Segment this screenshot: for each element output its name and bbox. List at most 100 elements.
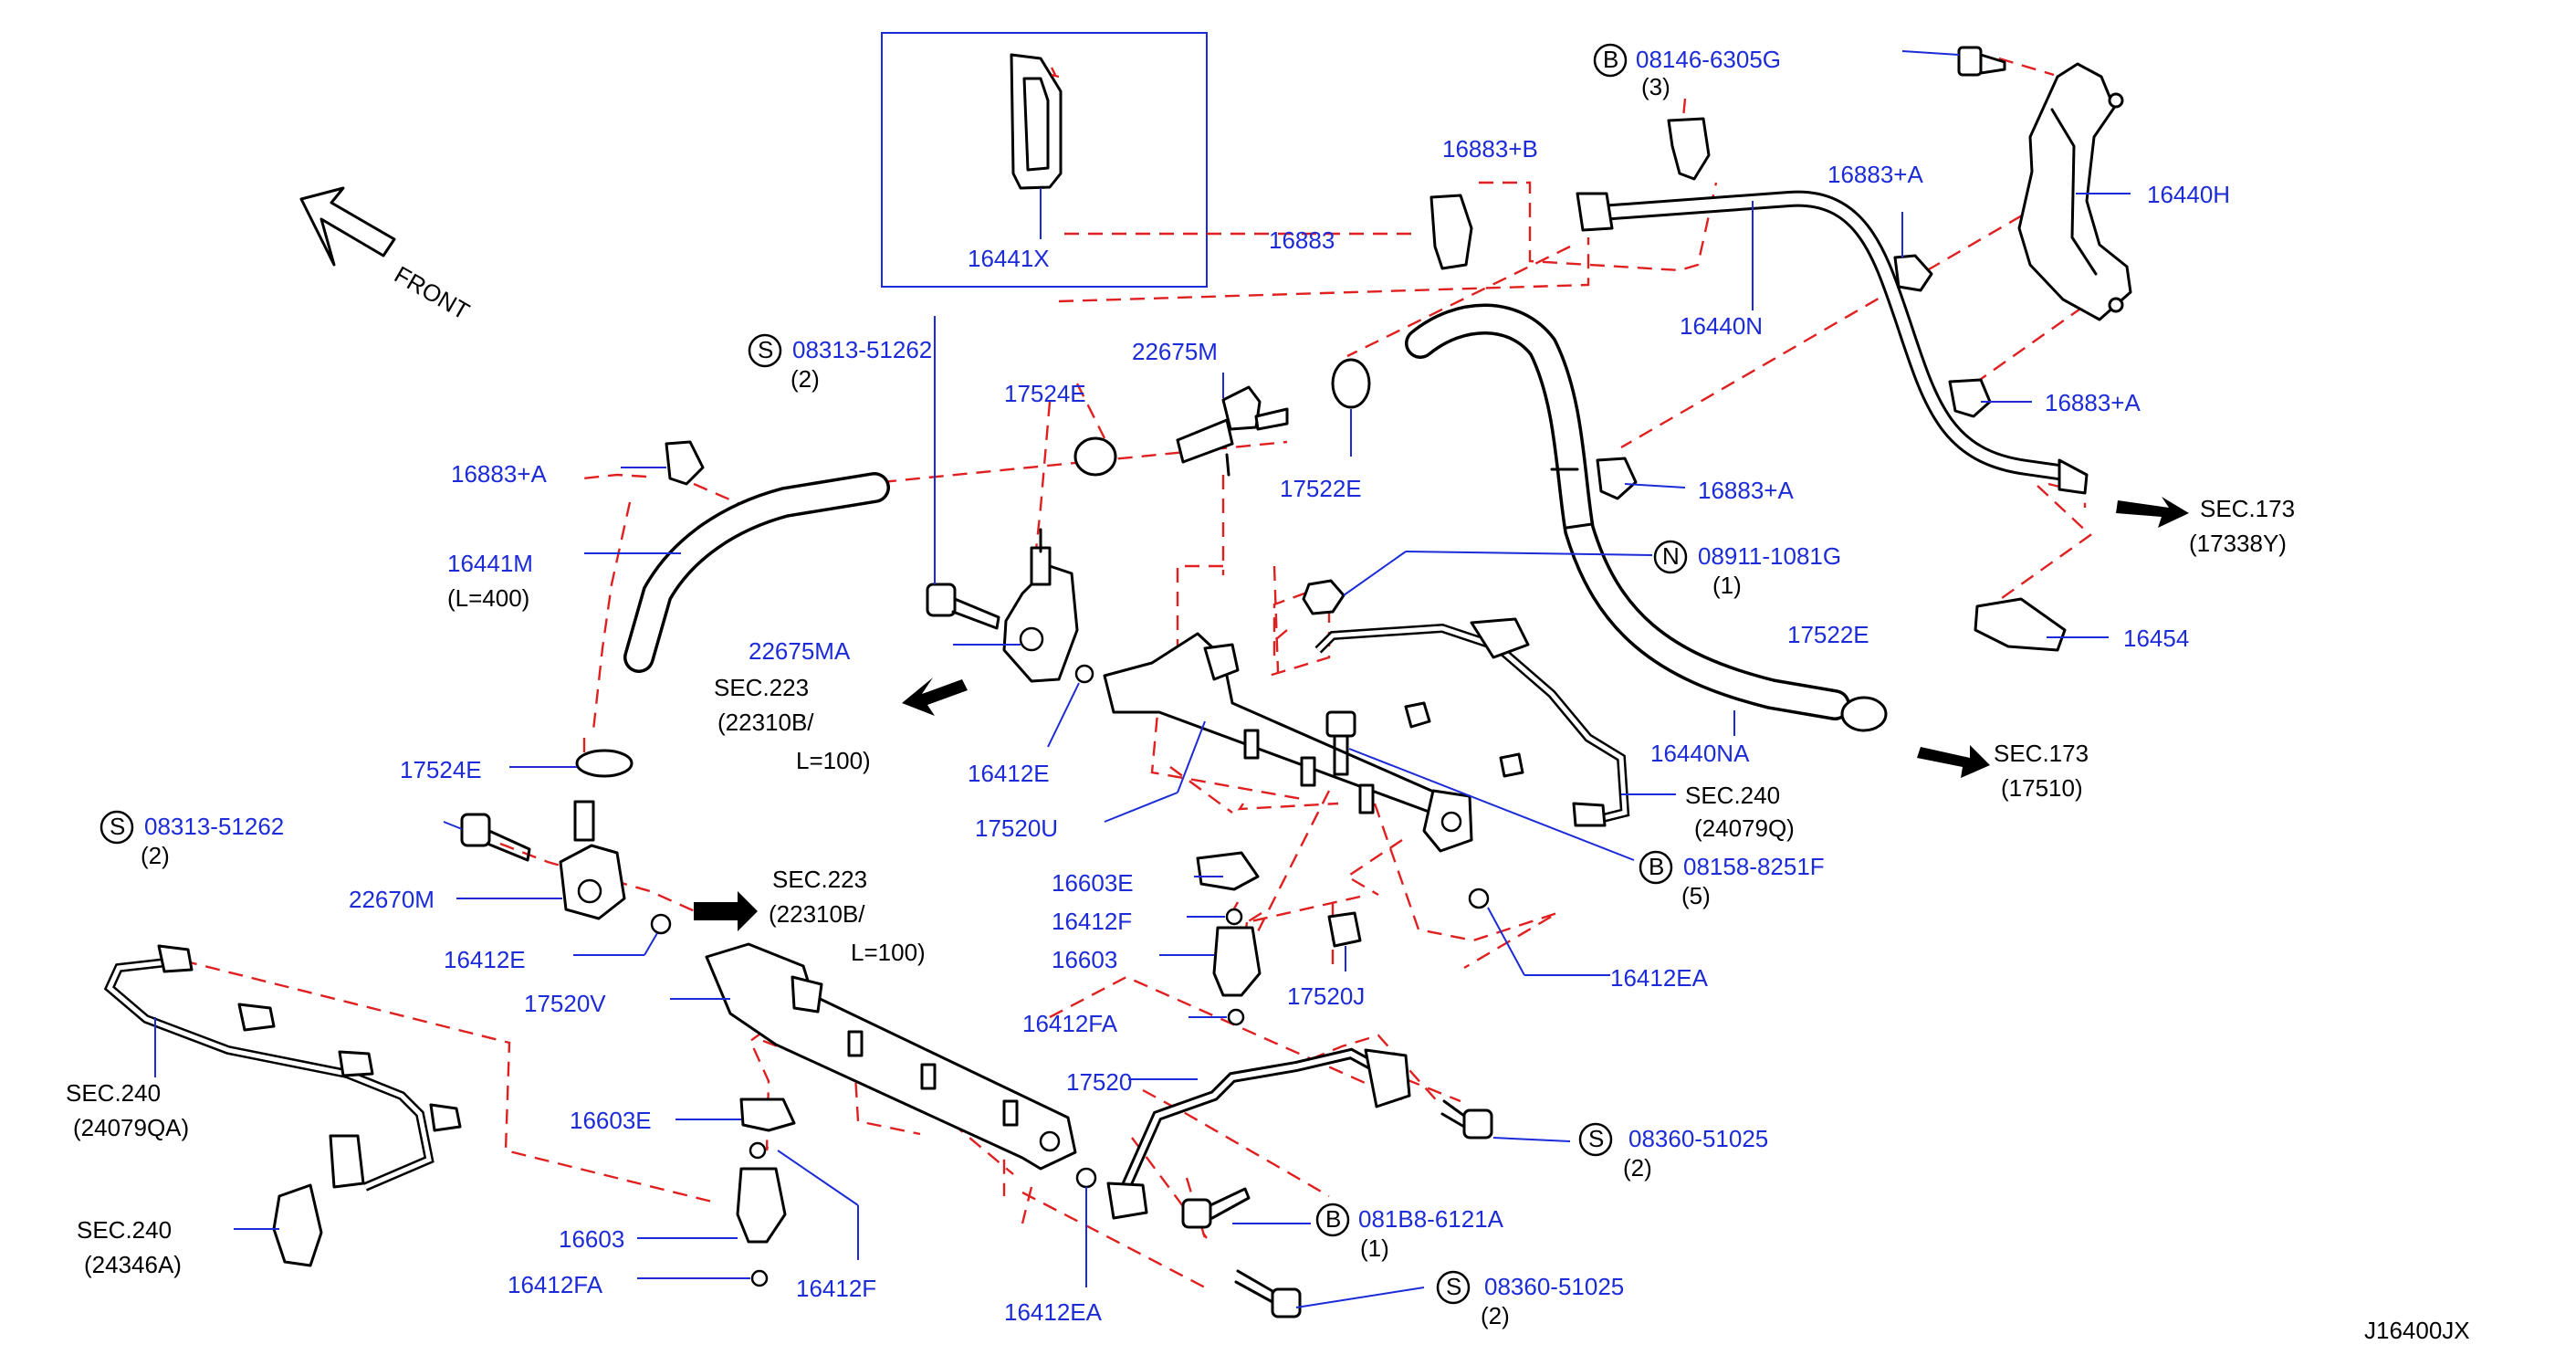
sec240-right-ref: (24079Q) <box>1694 814 1795 842</box>
part-16603E-lower[interactable]: 16603E <box>570 1107 652 1134</box>
part-17524E-upper[interactable]: 17524E <box>1004 380 1086 407</box>
part-16412FA-lower[interactable]: 16412FA <box>508 1271 603 1298</box>
diagram-code: J16400JX <box>2364 1317 2470 1344</box>
part-16883A-upper[interactable]: 16883+A <box>1827 161 1923 188</box>
part-08360-51025-lower[interactable]: 08360-51025 <box>1484 1273 1624 1300</box>
part-08360-51025-upper[interactable]: 08360-51025 <box>1628 1125 1768 1152</box>
oring-16412E-lower <box>650 913 672 935</box>
part-08158-8251F[interactable]: 08158-8251F <box>1683 853 1825 880</box>
part-16412EA-right[interactable]: 16412EA <box>1610 964 1709 992</box>
qty-08146-6305G: (3) <box>1641 73 1670 100</box>
sec223-arrow-lower-icon <box>694 891 758 931</box>
front-label: FRONT <box>390 260 475 325</box>
part-16412E-upper[interactable]: 16412E <box>968 760 1050 787</box>
part-16883A-right[interactable]: 16883+A <box>2045 389 2141 416</box>
hose-16440N <box>1587 190 2067 481</box>
part-08313-51262-lower[interactable]: 08313-51262 <box>144 813 284 840</box>
clip-16883 <box>1429 194 1473 270</box>
harness-24079QA <box>103 956 435 1192</box>
fastener-badge-n1: N <box>1662 542 1680 570</box>
clip-16883A-upper <box>1893 254 1933 292</box>
part-22675MA[interactable]: 22675MA <box>749 637 851 665</box>
part-17520J[interactable]: 17520J <box>1287 982 1365 1010</box>
clip-16883B <box>1667 117 1711 181</box>
sec173-lower[interactable]: SEC.173 <box>1994 740 2089 767</box>
fuel-rail-17520V <box>705 942 1077 1171</box>
hose-length-note: (L=400) <box>447 584 529 612</box>
damper-22675M <box>1176 385 1289 477</box>
front-arrow-icon <box>299 186 396 267</box>
part-16883B[interactable]: 16883+B <box>1442 135 1538 163</box>
fastener-badge-b3: B <box>1325 1205 1341 1233</box>
part-08313-51262-upper[interactable]: 08313-51262 <box>792 336 932 363</box>
part-16883[interactable]: 16883 <box>1269 226 1335 254</box>
part-16412FA-upper[interactable]: 16412FA <box>1022 1010 1118 1037</box>
part-labels: 16883+B 16883 16883+A 16440H 16440N 1688… <box>349 135 2230 1326</box>
part-08146-6305G[interactable]: 08146-6305G <box>1636 46 1781 73</box>
part-17522E-right[interactable]: 17522E <box>1787 621 1869 648</box>
part-16603-upper[interactable]: 16603 <box>1052 946 1117 973</box>
part-17520U[interactable]: 17520U <box>975 814 1058 842</box>
clamp-17522E-lower <box>1840 696 1888 732</box>
part-17520[interactable]: 17520 <box>1066 1068 1132 1096</box>
sec173-upper[interactable]: SEC.173 <box>2200 495 2295 522</box>
part-16883A-center[interactable]: 16883+A <box>1698 477 1794 504</box>
part-08911-1081G[interactable]: 08911-1081G <box>1698 542 1841 570</box>
oring-16412EA-lower <box>1075 1167 1097 1189</box>
part-16412EA-lower[interactable]: 16412EA <box>1004 1298 1103 1326</box>
sec240-left[interactable]: SEC.240 <box>66 1079 161 1107</box>
part-16412E-lower[interactable]: 16412E <box>444 946 526 973</box>
sec173-upper-ref: (17338Y) <box>2189 530 2287 557</box>
part-16603E-upper[interactable]: 16603E <box>1052 869 1134 897</box>
part-22670M[interactable]: 22670M <box>349 886 435 913</box>
qty-08360-51025-upper: (2) <box>1623 1154 1652 1182</box>
bracket-16440H <box>2017 62 2132 321</box>
bolt-08360-upper-icon <box>1440 1099 1493 1140</box>
front-direction-arrow: FRONT <box>299 186 475 325</box>
spacer-17520J <box>1327 911 1362 948</box>
part-16440N[interactable]: 16440N <box>1680 312 1763 340</box>
part-drawings <box>103 46 2189 1318</box>
part-17522E-left[interactable]: 17522E <box>1280 475 1362 502</box>
sec223-lower[interactable]: SEC.223 <box>772 866 867 893</box>
oring-16412EA-right <box>1468 888 1490 909</box>
part-16412F-lower[interactable]: 16412F <box>796 1275 876 1302</box>
part-22675M[interactable]: 22675M <box>1132 338 1218 365</box>
leader-lines <box>154 50 2131 1308</box>
clip-16883A-right <box>1948 378 1992 418</box>
injector-16603-lower <box>736 1141 787 1287</box>
fastener-badge-b1: B <box>1603 46 1618 73</box>
part-16883A-left[interactable]: 16883+A <box>451 460 547 488</box>
sec223-upper-ref2: L=100) <box>796 747 871 774</box>
part-17520V[interactable]: 17520V <box>524 990 606 1017</box>
clip-16603E-upper <box>1196 851 1260 891</box>
part-16441X[interactable]: 16441X <box>968 245 1050 272</box>
damper-22670M <box>559 800 626 920</box>
sec240-bottom-ref: (24346A) <box>84 1251 182 1278</box>
bolt-081B8-icon <box>1181 1187 1251 1229</box>
part-16603-lower[interactable]: 16603 <box>559 1225 624 1253</box>
hose-16440NA <box>1405 303 1850 720</box>
part-16440H[interactable]: 16440H <box>2147 181 2230 208</box>
sec223-arrow-upper-icon <box>902 678 968 716</box>
clip-16883A-center <box>1596 457 1638 500</box>
clamp-17524E-upper <box>1073 436 1117 477</box>
sec240-left-ref: (24079QA) <box>73 1114 189 1141</box>
oring-16412E-upper <box>1074 664 1094 684</box>
sec240-bottom[interactable]: SEC.240 <box>77 1216 172 1244</box>
part-16440NA[interactable]: 16440NA <box>1650 740 1750 767</box>
part-081B8-6121A[interactable]: 081B8-6121A <box>1358 1205 1504 1233</box>
sec223-upper-ref: (22310B/ <box>717 709 814 736</box>
part-16441M[interactable]: 16441M <box>447 550 533 577</box>
fastener-badge-s3: S <box>1588 1125 1604 1152</box>
sec240-right[interactable]: SEC.240 <box>1685 782 1780 809</box>
sec223-upper[interactable]: SEC.223 <box>714 674 809 701</box>
part-16412F-upper[interactable]: 16412F <box>1052 908 1132 935</box>
bolt-08313-upper-icon <box>926 583 1000 630</box>
injector-16603-upper <box>1212 908 1262 1026</box>
part-17524E-lower[interactable]: 17524E <box>400 756 482 783</box>
section-references: SEC.173 (17338Y) SEC.173 (17510) SEC.223… <box>66 495 2295 1278</box>
part-16454[interactable]: 16454 <box>2123 625 2189 652</box>
fastener-labels: B 08146-6305G (3) S 08313-51262 (2) N 08… <box>99 43 1841 1329</box>
